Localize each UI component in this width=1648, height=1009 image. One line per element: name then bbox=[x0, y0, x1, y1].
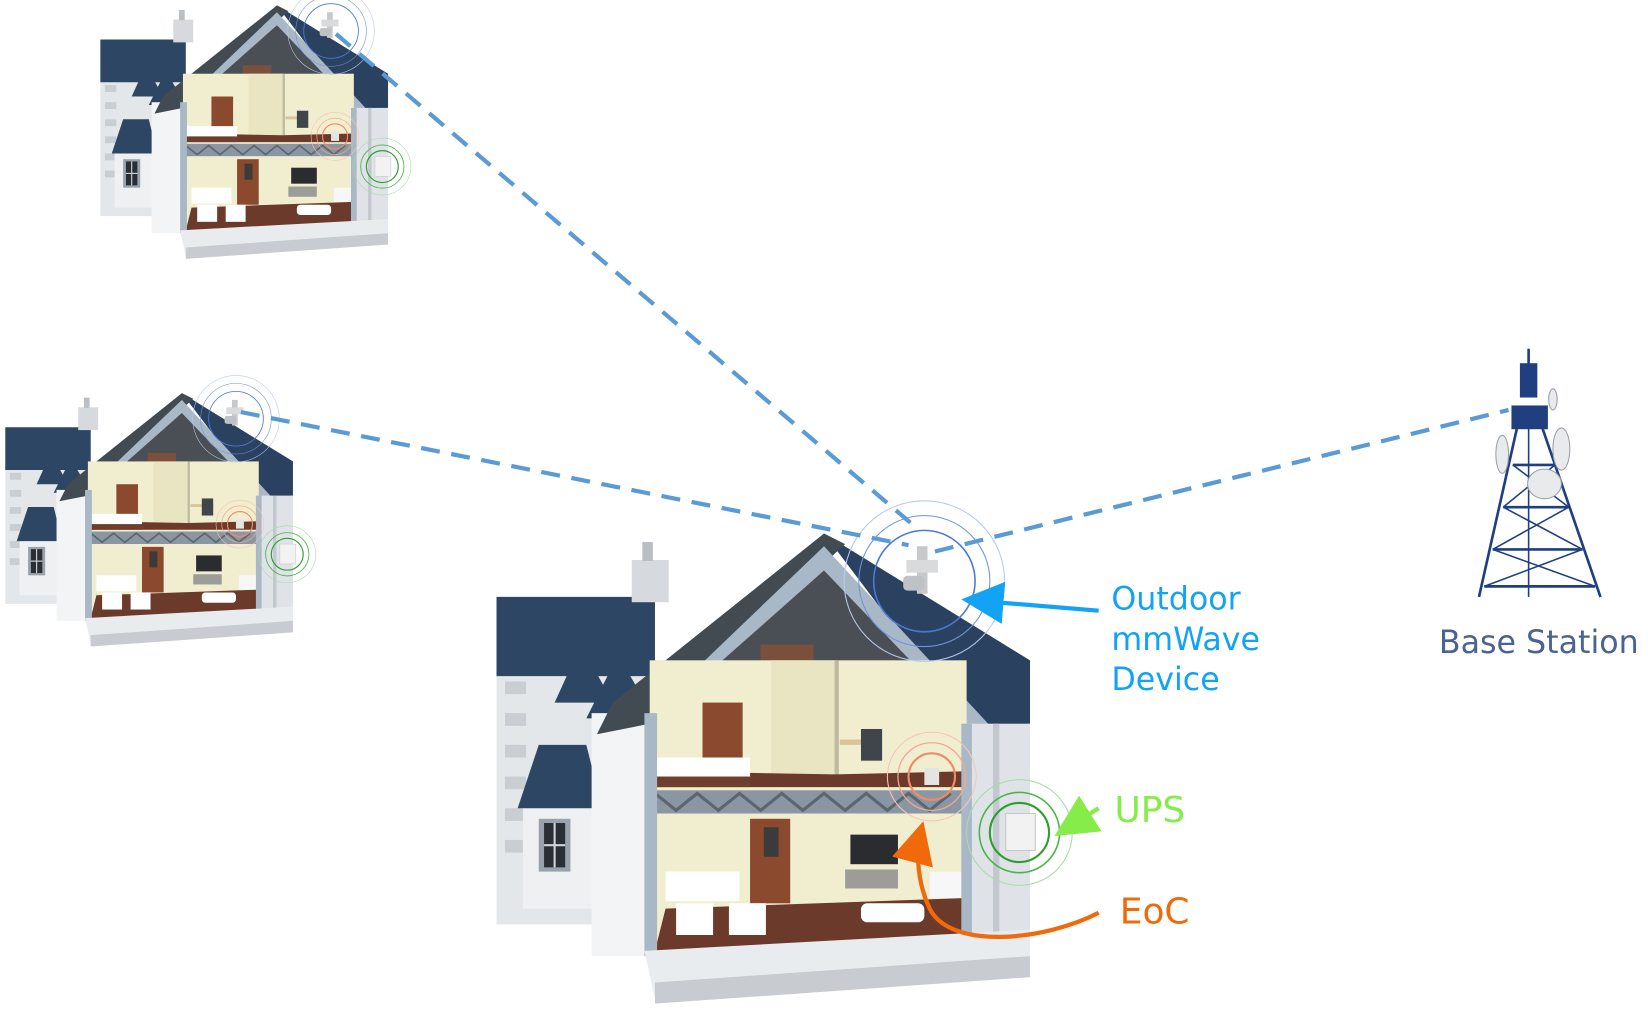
device-pointer-arrow bbox=[961, 581, 1099, 624]
device-label-line3: Device bbox=[1111, 662, 1219, 698]
base-station-label: Base Station bbox=[1439, 625, 1639, 661]
link-top-house bbox=[334, 32, 919, 530]
link-base-station bbox=[934, 407, 1510, 554]
house-remote-top bbox=[99, 0, 412, 260]
house-main bbox=[494, 499, 1074, 1006]
base-station-tower-icon bbox=[1477, 348, 1602, 598]
device-label-line2: mmWave bbox=[1111, 622, 1260, 658]
ups-label: UPS bbox=[1115, 790, 1186, 831]
eoc-label: EoC bbox=[1120, 891, 1190, 932]
ups-pointer-arrow bbox=[1054, 795, 1102, 836]
eoc-pointer-arrow bbox=[892, 821, 1100, 939]
device-label-line1: Outdoor bbox=[1111, 582, 1241, 618]
house-remote-middle bbox=[4, 374, 317, 648]
link-middle-house bbox=[240, 409, 909, 548]
